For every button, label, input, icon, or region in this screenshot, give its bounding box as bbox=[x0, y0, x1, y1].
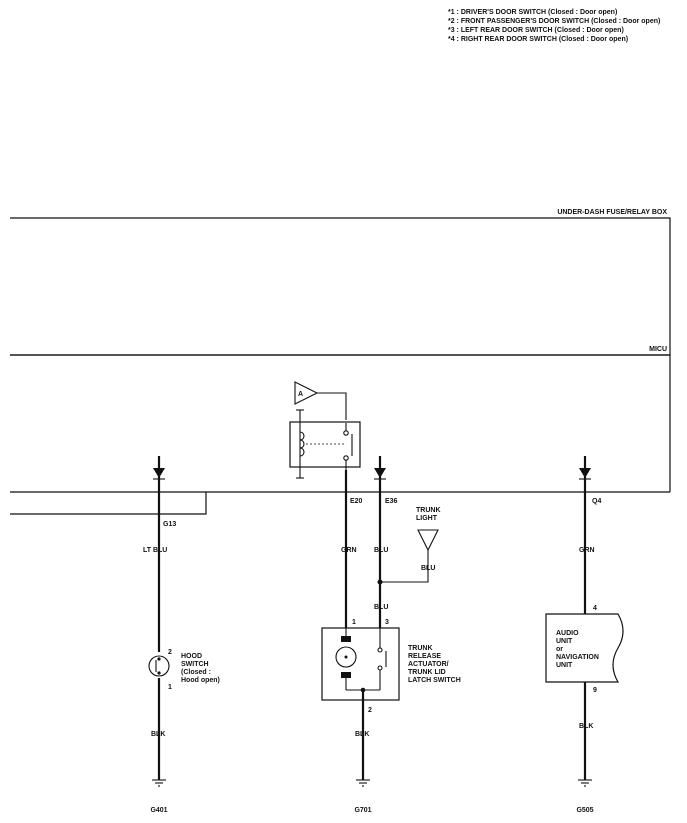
hood-switch-line-3: (Closed : bbox=[181, 669, 211, 676]
hood-pin-2: 2 bbox=[168, 649, 172, 656]
note-4: *4 : RIGHT REAR DOOR SWITCH (Closed : Do… bbox=[448, 36, 628, 43]
micu-label: MICU bbox=[649, 346, 667, 353]
trunk-light-symbol bbox=[417, 529, 439, 552]
audio-unit-box bbox=[545, 613, 624, 683]
ground-label-g505: G505 bbox=[576, 807, 593, 814]
audio-line-5: UNIT bbox=[556, 662, 573, 669]
fuse-relay-box: UNDER-DASH FUSE/RELAY BOX bbox=[10, 209, 671, 356]
note-2: *2 : FRONT PASSENGER'S DOOR SWITCH (Clos… bbox=[448, 18, 660, 25]
actuator-pin-2: 2 bbox=[368, 707, 372, 714]
audio-line-3: or bbox=[556, 646, 563, 653]
fuse-box-label: UNDER-DASH FUSE/RELAY BOX bbox=[557, 209, 667, 216]
wire-blk-mid: BLK bbox=[355, 731, 369, 738]
actuator-line-4: TRUNK LID bbox=[408, 669, 446, 676]
relay-assembly: A bbox=[289, 381, 361, 479]
trunk-circuit: TRUNK LIGHT GRN BLU BLU BLU 1 3 2 TRUNK … bbox=[321, 470, 461, 780]
connector-ref-triangle bbox=[294, 381, 319, 405]
terminal-g13: G13 bbox=[163, 521, 176, 528]
audio-circuit: GRN 4 AUDIO UNIT or NAVIGATION UNIT 9 BL… bbox=[545, 492, 624, 780]
hood-switch-symbol bbox=[148, 655, 170, 677]
hood-switch-circuit: LT BLU 2 1 HOOD SWITCH (Closed : Hood op… bbox=[143, 492, 220, 780]
actuator-pin-1: 1 bbox=[352, 619, 356, 626]
terminal-diodes bbox=[153, 456, 591, 492]
wire-blu-lower: BLU bbox=[374, 604, 388, 611]
ground-g505: G505 bbox=[576, 779, 594, 814]
wire-blu-mid: BLU bbox=[374, 547, 388, 554]
wire-grn-right: GRN bbox=[579, 547, 595, 554]
actuator-pin-3: 3 bbox=[385, 619, 389, 626]
wire-lt-blu: LT BLU bbox=[143, 547, 167, 554]
trunk-light-line-2: LIGHT bbox=[416, 515, 438, 522]
audio-line-2: UNIT bbox=[556, 638, 573, 645]
wire-blu-light: BLU bbox=[421, 565, 435, 572]
note-1: *1 : DRIVER'S DOOR SWITCH (Closed : Door… bbox=[448, 9, 617, 16]
actuator-line-2: RELEASE bbox=[408, 653, 441, 660]
ground-g401: G401 bbox=[150, 779, 168, 814]
terminal-e36: E36 bbox=[385, 498, 398, 505]
audio-line-4: NAVIGATION bbox=[556, 654, 599, 661]
micu-box: MICU bbox=[10, 346, 671, 515]
note-3: *3 : LEFT REAR DOOR SWITCH (Closed : Doo… bbox=[448, 27, 624, 34]
notes-block: *1 : DRIVER'S DOOR SWITCH (Closed : Door… bbox=[448, 9, 660, 43]
hood-pin-1: 1 bbox=[168, 684, 172, 691]
ground-label-g701: G701 bbox=[354, 807, 371, 814]
hood-switch-line-1: HOOD bbox=[181, 653, 202, 660]
connector-ref-label: A bbox=[298, 391, 303, 398]
audio-pin-9: 9 bbox=[593, 687, 597, 694]
relay-box bbox=[289, 421, 361, 468]
actuator-line-1: TRUNK bbox=[408, 645, 433, 652]
wire-grn-left: GRN bbox=[341, 547, 357, 554]
ground-g701: G701 bbox=[354, 779, 372, 814]
hood-switch-line-4: Hood open) bbox=[181, 677, 220, 684]
actuator-line-3: ACTUATOR/ bbox=[408, 661, 449, 668]
ground-label-g401: G401 bbox=[150, 807, 167, 814]
wire-blk-right: BLK bbox=[579, 723, 593, 730]
actuator-line-5: LATCH SWITCH bbox=[408, 677, 461, 684]
wire-blk-left: BLK bbox=[151, 731, 165, 738]
terminal-q4: Q4 bbox=[592, 498, 601, 505]
actuator-motor bbox=[335, 646, 357, 668]
hood-switch-line-2: SWITCH bbox=[181, 661, 209, 668]
trunk-actuator-box bbox=[321, 627, 400, 701]
relay-coil bbox=[299, 431, 305, 457]
terminal-e20: E20 bbox=[350, 498, 363, 505]
audio-pin-4: 4 bbox=[593, 605, 597, 612]
audio-line-1: AUDIO bbox=[556, 630, 579, 637]
trunk-light-line-1: TRUNK bbox=[416, 507, 441, 514]
